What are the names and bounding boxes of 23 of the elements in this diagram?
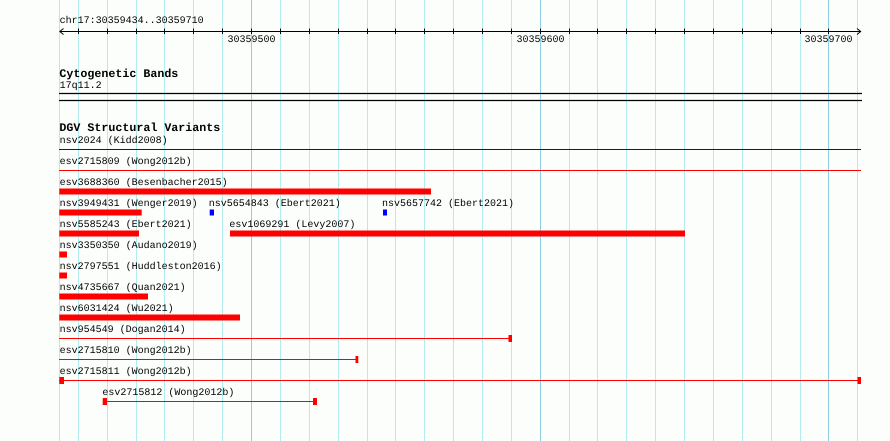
region-label: chr17:30359434..30359710 xyxy=(60,16,204,27)
variant-label: nsv3350350 (Audano2019) xyxy=(60,242,198,252)
variant-label: nsv5585243 (Ebert2021) xyxy=(60,220,192,230)
tick-label: 30359700 xyxy=(804,36,852,46)
variant-label: nsv5654843 (Ebert2021) xyxy=(208,200,341,210)
variant-label: esv2715812 (Wong2012b) xyxy=(102,388,234,398)
variant-label: nsv954549 (Dogan2014) xyxy=(60,326,186,336)
variant-label: esv3688360 (Besenbacher2015) xyxy=(60,178,228,188)
variant-label: nsv4735667 (Quan2021) xyxy=(60,284,186,294)
track-title: DGV Structural Variants xyxy=(59,122,220,134)
variant-label: esv2715810 (Wong2012b) xyxy=(60,346,192,356)
variant-label: esv2715809 (Wong2012b) xyxy=(60,158,192,168)
variant-label: esv2715811 (Wong2012b) xyxy=(60,368,192,378)
variant-label: nsv6031424 (Wu2021) xyxy=(60,304,174,314)
track-title: Cytogenetic Bands xyxy=(59,68,178,80)
variant-label: nsv2024 (Kidd2008) xyxy=(60,136,168,146)
tick-label: 30359600 xyxy=(516,36,564,46)
variant-label: nsv5657742 (Ebert2021) xyxy=(382,200,514,210)
band-label: 17q11.2 xyxy=(60,82,102,92)
variant-label: nsv2797551 (Huddleston2016) xyxy=(60,262,222,272)
variant-label: nsv3949431 (Wenger2019) xyxy=(60,200,198,210)
variant-label: esv1069291 (Levy2007) xyxy=(229,220,356,230)
tick-label: 30359500 xyxy=(228,36,276,46)
